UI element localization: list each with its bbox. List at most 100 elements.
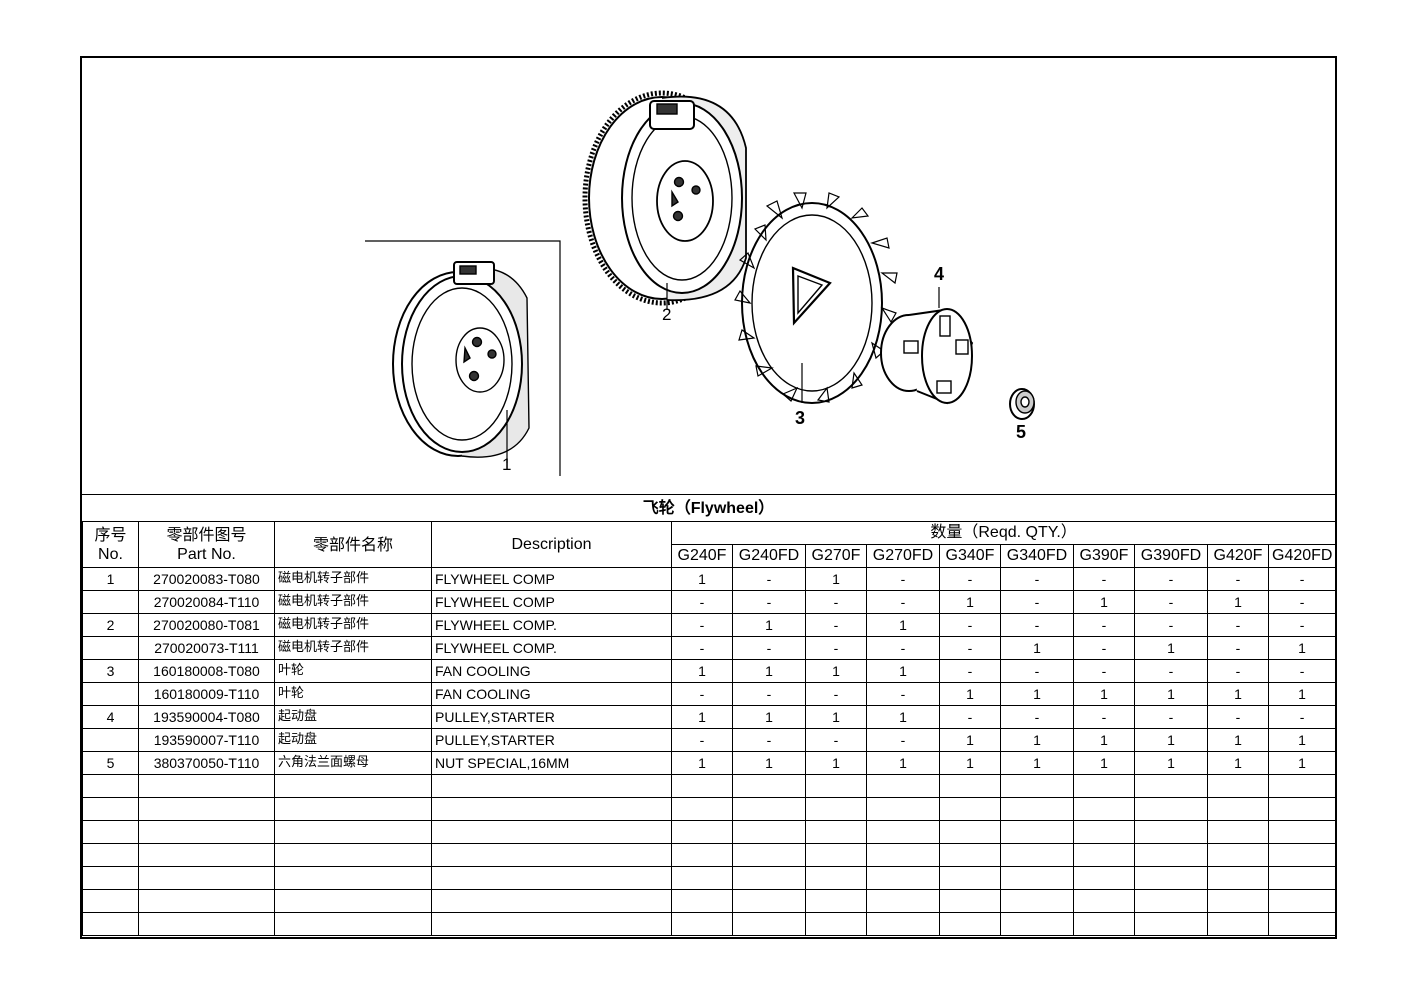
row-qty-g390f bbox=[1073, 866, 1135, 890]
row-qty-g240fd bbox=[732, 866, 806, 890]
row-qty-g340f bbox=[939, 866, 1001, 890]
header-description: Description bbox=[431, 521, 672, 568]
row-no: 5 bbox=[82, 751, 139, 775]
row-qty-g240f bbox=[671, 866, 733, 890]
row-no bbox=[82, 912, 139, 936]
row-no bbox=[82, 797, 139, 821]
row-qty-g390fd: 1 bbox=[1134, 682, 1208, 706]
row-qty-g270f: 1 bbox=[805, 659, 867, 683]
row-qty-g390fd bbox=[1134, 774, 1208, 798]
row-qty-g240f: - bbox=[671, 590, 733, 614]
header-model-g270f: G270F bbox=[805, 544, 867, 568]
row-qty-g340f: 1 bbox=[939, 682, 1001, 706]
row-qty-g390f bbox=[1073, 820, 1135, 844]
row-description: FLYWHEEL COMP. bbox=[431, 613, 672, 637]
row-qty-g270fd: 1 bbox=[866, 751, 940, 775]
header-no-en: No. bbox=[98, 545, 123, 563]
row-qty-g420f bbox=[1207, 797, 1269, 821]
table-row bbox=[82, 820, 1337, 844]
row-qty-g240f: - bbox=[671, 636, 733, 660]
row-qty-g390fd bbox=[1134, 866, 1208, 890]
row-qty-g270f: 1 bbox=[805, 705, 867, 729]
row-qty-g390fd: 1 bbox=[1134, 728, 1208, 752]
row-qty-g420fd: - bbox=[1267, 613, 1337, 637]
row-qty-g390f: - bbox=[1073, 705, 1135, 729]
row-qty-g240f bbox=[671, 889, 733, 913]
row-qty-g340f: - bbox=[939, 613, 1001, 637]
table-row bbox=[82, 843, 1337, 867]
row-qty-g240fd: - bbox=[732, 728, 806, 752]
row-qty-g420fd: - bbox=[1267, 659, 1337, 683]
row-qty-g240fd: 1 bbox=[732, 751, 806, 775]
row-part-no: 193590004-T080 bbox=[138, 705, 275, 729]
part-5-flange-nut-drawing bbox=[1009, 388, 1035, 420]
row-qty-g420f: - bbox=[1207, 567, 1269, 591]
row-description: NUT SPECIAL,16MM bbox=[431, 751, 672, 775]
row-no bbox=[82, 889, 139, 913]
part-1-flywheel-comp-drawing bbox=[365, 240, 561, 476]
row-qty-g390f bbox=[1073, 843, 1135, 867]
row-qty-g240fd: - bbox=[732, 636, 806, 660]
part-3-cooling-fan-drawing bbox=[734, 192, 898, 404]
row-description: FAN COOLING bbox=[431, 659, 672, 683]
row-name-cn: 叶轮 bbox=[274, 682, 432, 706]
row-qty-g420fd bbox=[1267, 797, 1337, 821]
row-name-cn bbox=[274, 912, 432, 936]
row-no bbox=[82, 590, 139, 614]
row-qty-g240f: - bbox=[671, 613, 733, 637]
exploded-diagram: 1 2 3 4 5 bbox=[82, 58, 1335, 494]
row-qty-g270f bbox=[805, 797, 867, 821]
row-qty-g390f: - bbox=[1073, 659, 1135, 683]
row-qty-g270f: - bbox=[805, 590, 867, 614]
row-description bbox=[431, 797, 672, 821]
row-qty-g240fd: - bbox=[732, 567, 806, 591]
row-name-cn: 磁电机转子部件 bbox=[274, 636, 432, 660]
row-qty-g240fd bbox=[732, 889, 806, 913]
row-name-cn: 磁电机转子部件 bbox=[274, 567, 432, 591]
row-qty-g340f bbox=[939, 889, 1001, 913]
row-qty-g240fd: - bbox=[732, 590, 806, 614]
header-model-g240f: G240F bbox=[671, 544, 733, 568]
row-qty-g270f: - bbox=[805, 636, 867, 660]
row-qty-g240f: 1 bbox=[671, 751, 733, 775]
header-model-g270fd: G270FD bbox=[866, 544, 940, 568]
row-qty-g240fd bbox=[732, 820, 806, 844]
row-qty-g240fd: 1 bbox=[732, 705, 806, 729]
row-qty-g270fd: - bbox=[866, 636, 940, 660]
row-qty-g270fd bbox=[866, 866, 940, 890]
row-part-no: 193590007-T110 bbox=[138, 728, 275, 752]
table-row bbox=[82, 912, 1337, 936]
row-qty-g340fd bbox=[1000, 797, 1074, 821]
row-qty-g270f bbox=[805, 912, 867, 936]
row-description bbox=[431, 843, 672, 867]
table-row bbox=[82, 889, 1337, 913]
row-qty-g270f: - bbox=[805, 728, 867, 752]
row-qty-g390fd: - bbox=[1134, 567, 1208, 591]
callout-5: 5 bbox=[1016, 422, 1027, 442]
row-no: 3 bbox=[82, 659, 139, 683]
row-qty-g390fd: 1 bbox=[1134, 751, 1208, 775]
row-qty-g390f: 1 bbox=[1073, 728, 1135, 752]
row-qty-g420fd bbox=[1267, 866, 1337, 890]
row-qty-g390fd bbox=[1134, 889, 1208, 913]
part-4-starter-pulley-drawing bbox=[880, 287, 974, 405]
row-qty-g340fd: - bbox=[1000, 705, 1074, 729]
row-qty-g270fd bbox=[866, 797, 940, 821]
row-qty-g240f: - bbox=[671, 682, 733, 706]
row-description: FLYWHEEL COMP bbox=[431, 567, 672, 591]
row-qty-g420f: - bbox=[1207, 659, 1269, 683]
row-description bbox=[431, 866, 672, 890]
row-qty-g420f bbox=[1207, 912, 1269, 936]
row-qty-g340fd bbox=[1000, 889, 1074, 913]
row-no: 2 bbox=[82, 613, 139, 637]
row-no bbox=[82, 843, 139, 867]
row-qty-g420f: - bbox=[1207, 636, 1269, 660]
table-row bbox=[82, 797, 1337, 821]
